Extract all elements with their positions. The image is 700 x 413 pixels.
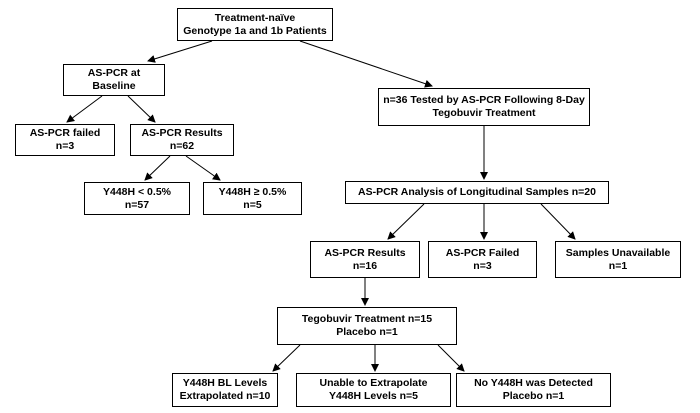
node-tested-line1: n=36 Tested by AS-PCR Following 8-Day	[383, 94, 585, 106]
node-baseline-failed-line1: AS-PCR failed	[29, 127, 101, 139]
node-results-n16-line2: n=16	[352, 259, 378, 272]
arrow-results-to-low	[144, 155, 171, 181]
node-longitudinal-analysis: AS-PCR Analysis of Longitudinal Samples …	[345, 181, 609, 204]
node-notdetected-line1: No Y448H was Detected	[474, 377, 593, 389]
node-failed-n3-line1: AS-PCR Failed	[445, 246, 520, 259]
node-tegobuvir-line2: Placebo n=1	[336, 326, 398, 338]
node-unavailable-line1: Samples Unavailable	[565, 246, 671, 259]
node-treatment-naive: Treatment-naïve Genotype 1a and 1b Patie…	[177, 8, 333, 41]
node-unable-line1: Unable to Extrapolate	[319, 377, 428, 389]
node-baseline-results: AS-PCR Results n=62	[130, 124, 234, 156]
node-treatment-naive-line1: Treatment-naïve	[214, 11, 296, 24]
arrow-longitudinal-to-unavailable	[540, 203, 576, 240]
node-baseline-failed-line2: n=3	[55, 140, 75, 152]
arrow-baseline-to-results	[127, 95, 156, 123]
node-results-n16-line1: AS-PCR Results	[324, 246, 406, 259]
node-longitudinal-line1: AS-PCR Analysis of Longitudinal Samples …	[358, 186, 596, 198]
node-failed-n3: AS-PCR Failed n=3	[428, 241, 537, 278]
node-bl-extrapolated: Y448H BL Levels Extrapolated n=10	[172, 373, 278, 407]
arrow-longitudinal-to-results16	[387, 203, 425, 240]
node-treatment-naive-line2: Genotype 1a and 1b Patients	[183, 24, 327, 37]
node-y448h-low-line2: n=57	[124, 198, 150, 211]
arrow-baseline-to-failed	[66, 95, 103, 123]
node-tested-line2: Tegobuvir Treatment	[432, 107, 536, 119]
node-baseline-failed: AS-PCR failed n=3	[15, 124, 115, 156]
node-extrapolated-line2: Extrapolated n=10	[179, 390, 271, 402]
node-results-n16: AS-PCR Results n=16	[310, 241, 420, 278]
node-tegobuvir-line1: Tegobuvir Treatment n=15	[301, 313, 433, 325]
node-as-pcr-baseline-line1: AS-PCR at	[87, 67, 141, 79]
node-y448h-high-line2: n=5	[243, 198, 262, 211]
node-y448h-high: Y448H ≥ 0.5% n=5	[203, 182, 302, 215]
arrow-results-to-high	[185, 155, 221, 181]
node-baseline-results-line2: n=62	[169, 140, 195, 152]
node-baseline-results-line1: AS-PCR Results	[141, 127, 223, 139]
node-y448h-high-line1: Y448H ≥ 0.5%	[218, 185, 287, 198]
arrow-tegobuvir-to-notdetected	[437, 344, 465, 372]
node-unable-extrapolate: Unable to Extrapolate Y448H Levels n=5	[296, 373, 451, 407]
node-extrapolated-line1: Y448H BL Levels	[182, 377, 268, 389]
node-unable-line2: Y448H Levels n=5	[328, 390, 418, 402]
node-as-pcr-baseline: AS-PCR at Baseline	[63, 64, 165, 96]
arrow-root-to-tested	[299, 40, 433, 88]
node-notdetected-line2: Placebo n=1	[502, 390, 565, 402]
arrow-tegobuvir-to-extrapolated	[272, 344, 301, 372]
node-unavailable-line2: n=1	[608, 259, 628, 272]
node-as-pcr-baseline-line2: Baseline	[92, 80, 136, 92]
node-y448h-low: Y448H < 0.5% n=57	[84, 182, 190, 215]
node-failed-n3-line2: n=3	[473, 259, 492, 272]
node-tegobuvir-placebo: Tegobuvir Treatment n=15 Placebo n=1	[277, 307, 457, 345]
arrow-root-to-baseline	[147, 40, 213, 63]
node-y448h-low-line1: Y448H < 0.5%	[102, 185, 171, 198]
node-no-y448h-detected: No Y448H was Detected Placebo n=1	[456, 373, 611, 407]
node-tested-following-tegobuvir: n=36 Tested by AS-PCR Following 8-Day Te…	[378, 88, 590, 126]
node-samples-unavailable: Samples Unavailable n=1	[555, 241, 681, 278]
